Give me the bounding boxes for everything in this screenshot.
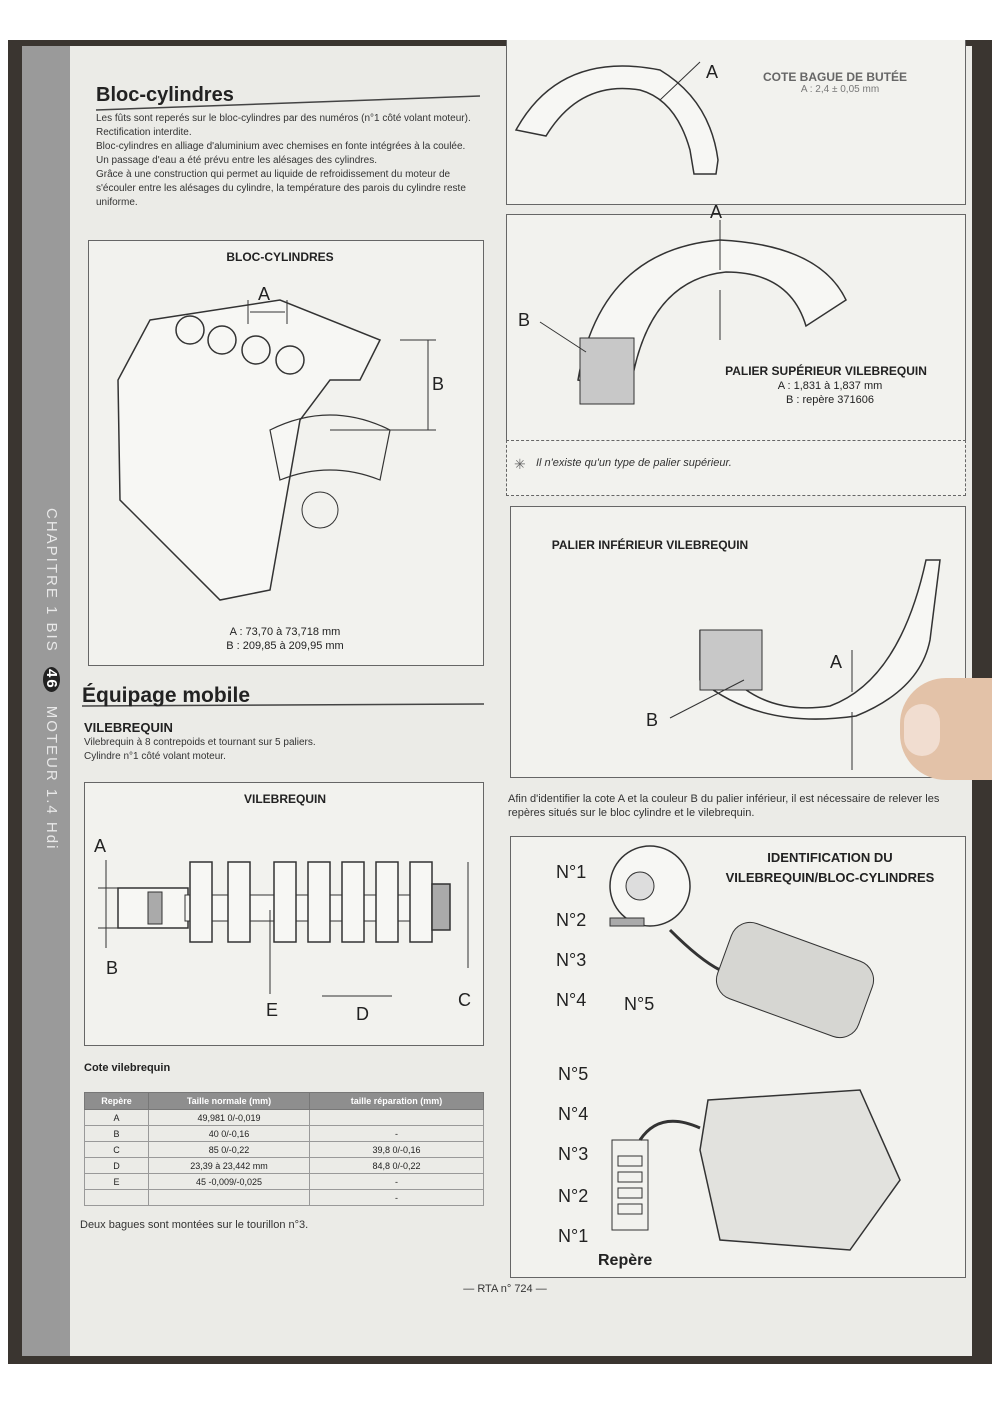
crank-mark-5: N°5 [624, 994, 655, 1014]
inf-label-b: B [646, 710, 659, 730]
block-mark-3: N°3 [558, 1144, 589, 1164]
crank-mark-2: N°2 [556, 910, 587, 930]
vilebrequin-line-2: Cylindre n°1 côté volant moteur. [84, 751, 226, 762]
table-row: A 49,981 0/-0,019 [84, 1109, 484, 1126]
cote-table-title: Cote vilebrequin [84, 1062, 171, 1074]
bloc-label-b: B [432, 374, 445, 394]
repere-label: Repère [598, 1252, 653, 1269]
crank-mark-3: N°3 [556, 950, 587, 970]
sup-label-b: B [518, 310, 531, 330]
identification-title-1: IDENTIFICATION DU [767, 850, 893, 865]
palier-inferieur-title: PALIER INFÉRIEUR VILEBREQUIN [551, 538, 749, 552]
butee-title: COTE BAGUE DE BUTÉE [762, 70, 907, 84]
butee-figure [506, 40, 966, 205]
bloc-p3: Bloc-cylindres en alliage d'aluminium av… [96, 141, 466, 152]
block-mark-2: N°2 [558, 1186, 589, 1206]
chapter-vertical-label: CHAPITRE 1 BIS 46 MOTEUR 1.4 Hdi [30, 508, 60, 868]
table-footnote: Deux bagues sont montées sur le tourillo… [80, 1219, 309, 1231]
bloc-dim-b: B : 209,85 à 209,95 mm [226, 640, 344, 652]
bloc-dim-a: A : 73,70 à 73,718 mm [229, 626, 341, 638]
note-box [506, 440, 966, 496]
butee-value: A : 2,4 ± 0,05 mm [800, 84, 880, 95]
palier-superieur-b: B : repère 371606 [785, 394, 875, 406]
table-row: C 85 0/-0,22 39,8 0/-0,16 [84, 1141, 484, 1158]
page-number-badge: 46 [43, 666, 60, 692]
crank-mark-4: N°4 [556, 990, 587, 1010]
identify-text: Afin d'identifier la cote A et la couleu… [508, 793, 940, 819]
crank-label-d: D [356, 1004, 369, 1024]
bloc-p2: Rectification interdite. [96, 127, 192, 138]
inf-label-a: A [830, 652, 843, 672]
section-label: MOTEUR 1.4 Hdi [43, 705, 60, 851]
butee-label-a: A [706, 62, 719, 82]
footer-text: RTA n° 724 [477, 1283, 533, 1295]
page-footer: — RTA n° 724 — [463, 1283, 547, 1295]
crank-label-b: B [106, 958, 119, 978]
identification-title-2: VILEBREQUIN/BLOC-CYLINDRES [725, 870, 935, 885]
vilebrequin-subtitle: VILEBREQUIN [84, 720, 173, 735]
table-row: - [84, 1189, 484, 1206]
fingernail-overlay [904, 704, 940, 756]
table-row: D 23,39 à 23,442 mm 84,8 0/-0,22 [84, 1157, 484, 1174]
crank-label-c: C [458, 990, 471, 1010]
block-mark-4: N°4 [558, 1104, 589, 1124]
chapter-label: CHAPITRE 1 BIS [43, 508, 60, 653]
vilebrequin-line-1: Vilebrequin à 8 contrepoids et tournant … [84, 737, 316, 748]
table-cell: - [309, 1189, 484, 1206]
vilebrequin-figure-title: VILEBREQUIN [243, 792, 326, 806]
note-text: Il n'existe qu'un type de palier supérie… [536, 457, 732, 469]
block-mark-5: N°5 [558, 1064, 589, 1084]
bloc-paragraph: Les fûts sont reperés sur le bloc-cylind… [96, 112, 484, 210]
palier-superieur-title: PALIER SUPÉRIEUR VILEBREQUIN [725, 364, 927, 378]
bloc-p1: Les fûts sont reperés sur le bloc-cylind… [96, 113, 471, 124]
bloc-figure-title: BLOC-CYLINDRES [226, 250, 334, 264]
table-cell [147, 1189, 311, 1206]
table-header: Repère [84, 1092, 149, 1110]
bloc-p5: Grâce à une construction qui permet au l… [96, 169, 466, 208]
crank-mark-1: N°1 [556, 862, 587, 882]
bloc-title: Bloc-cylindres [96, 84, 234, 106]
equipage-title: Équipage mobile [82, 684, 251, 707]
sup-label-a: A [710, 202, 723, 222]
table-header: taille réparation (mm) [309, 1092, 484, 1110]
crank-label-a: A [94, 836, 107, 856]
lightbulb-icon: ✳ [514, 456, 526, 472]
block-mark-1: N°1 [558, 1226, 589, 1246]
bloc-label-a: A [258, 284, 271, 304]
cote-vilebrequin-table: Repère Taille normale (mm) taille répara… [84, 1092, 484, 1206]
palier-superieur-a: A : 1,831 à 1,837 mm [777, 380, 883, 392]
chapter-side-strip [22, 46, 70, 1356]
bloc-p4: Un passage d'eau a été prévu entre les a… [96, 155, 377, 166]
crank-label-e: E [266, 1000, 279, 1020]
